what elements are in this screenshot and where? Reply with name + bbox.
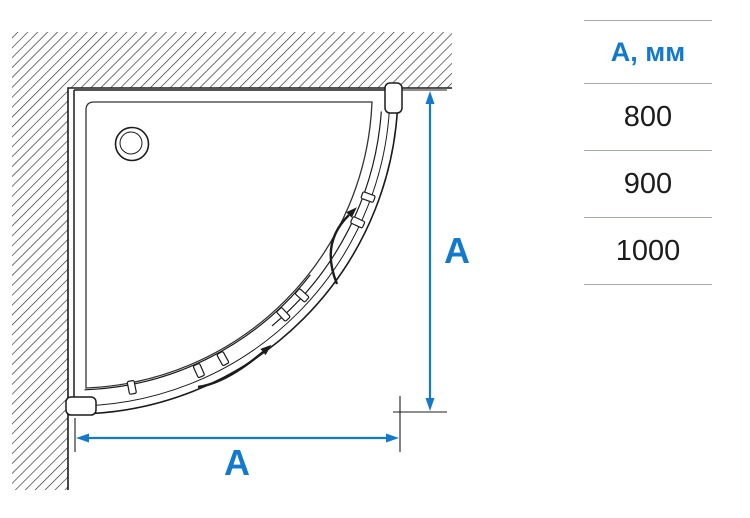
size-table-row: 800: [584, 84, 712, 151]
size-table-row: 900: [584, 151, 712, 218]
size-table: А, мм 800 900 1000: [584, 20, 712, 285]
dimension-arrow-left-icon: [76, 433, 89, 443]
door-direction-arrow-lower: [197, 351, 264, 389]
door-direction-arrow-upper: [329, 214, 350, 285]
dimension-arrow-right-icon: [386, 433, 399, 443]
dimension-arrow-up-icon: [425, 91, 435, 104]
dimensions: A A: [74, 89, 470, 483]
arrow-head-upper-icon: [346, 207, 357, 218]
horizontal-dimension-label: A: [224, 442, 250, 483]
size-table-row: 1000: [584, 218, 712, 285]
glass-inner-arc: [73, 89, 391, 407]
quarter-round-shower-enclosure-diagram: A A: [12, 32, 470, 490]
dimension-arrow-down-icon: [425, 398, 435, 411]
door-rollers: [126, 191, 376, 395]
sliding-doors: [65, 82, 403, 416]
tray-inner-rim: [85, 101, 373, 389]
wall-profile-top: [384, 82, 403, 114]
size-table-header: А, мм: [584, 21, 712, 84]
door-motion-arrows: [197, 207, 357, 389]
arrow-head-lower-icon: [260, 344, 272, 356]
shower-tray: [73, 89, 399, 415]
wall-hatching: [12, 32, 452, 490]
wall-profile-bottom: [65, 396, 97, 416]
door-panel-arc-2: [84, 274, 311, 391]
door-panel-arc-1: [271, 111, 382, 327]
vertical-dimension-label: A: [444, 230, 470, 271]
drain: [114, 126, 150, 162]
glass-outer-arc: [73, 89, 399, 415]
